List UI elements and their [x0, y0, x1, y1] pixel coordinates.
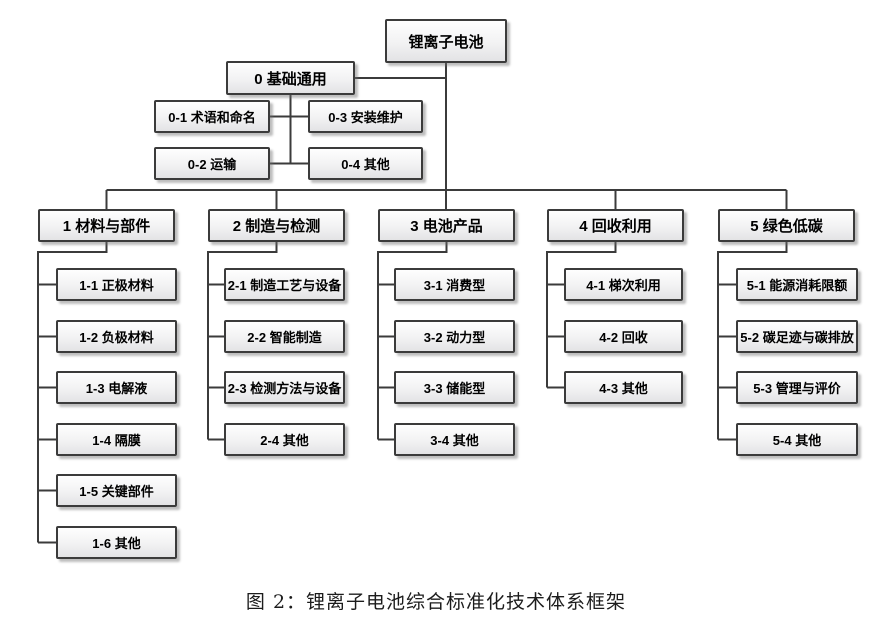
node-5-1: 5-1 能源消耗限额 — [736, 268, 858, 301]
node-0-3: 0-3 安装维护 — [308, 100, 423, 133]
node-2-1: 2-1 制造工艺与设备 — [224, 268, 345, 301]
node-3-4: 3-4 其他 — [394, 423, 515, 456]
node-1-5: 1-5 关键部件 — [56, 474, 177, 507]
node-2-2: 2-2 智能制造 — [224, 320, 345, 353]
node-1-2: 1-2 负极材料 — [56, 320, 177, 353]
node-4-1: 4-1 梯次利用 — [564, 268, 683, 301]
node-4-2: 4-2 回收 — [564, 320, 683, 353]
node-1-4: 1-4 隔膜 — [56, 423, 177, 456]
node-branch-4: 4 回收利用 — [547, 209, 684, 242]
node-branch-2: 2 制造与检测 — [208, 209, 345, 242]
node-0-base: 0 基础通用 — [226, 61, 355, 95]
node-0-1: 0-1 术语和命名 — [154, 100, 270, 133]
node-1-3: 1-3 电解液 — [56, 371, 177, 404]
node-5-2: 5-2 碳足迹与碳排放 — [736, 320, 858, 353]
node-0-2: 0-2 运输 — [154, 147, 270, 180]
node-1-1: 1-1 正极材料 — [56, 268, 177, 301]
node-3-1: 3-1 消费型 — [394, 268, 515, 301]
node-4-3: 4-3 其他 — [564, 371, 683, 404]
node-3-3: 3-3 储能型 — [394, 371, 515, 404]
node-branch-5: 5 绿色低碳 — [718, 209, 855, 242]
node-3-2: 3-2 动力型 — [394, 320, 515, 353]
node-5-3: 5-3 管理与评价 — [736, 371, 858, 404]
node-branch-1: 1 材料与部件 — [38, 209, 175, 242]
node-2-3: 2-3 检测方法与设备 — [224, 371, 345, 404]
node-1-6: 1-6 其他 — [56, 526, 177, 559]
figure-caption: 图 2：锂离子电池综合标准化技术体系框架 — [245, 591, 627, 613]
node-branch-3: 3 电池产品 — [378, 209, 515, 242]
node-root: 锂离子电池 — [385, 19, 507, 63]
node-0-4: 0-4 其他 — [308, 147, 423, 180]
node-2-4: 2-4 其他 — [224, 423, 345, 456]
node-5-4: 5-4 其他 — [736, 423, 858, 456]
